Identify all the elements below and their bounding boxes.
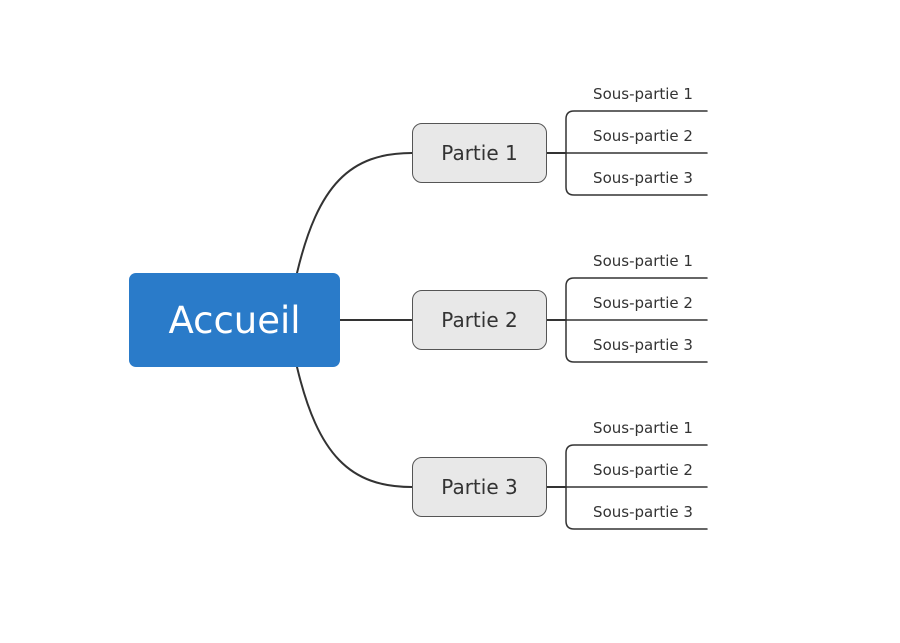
- sub-part-label[interactable]: Sous-partie 2: [593, 127, 693, 145]
- part-node-2[interactable]: Partie 2: [412, 290, 547, 350]
- part-node-1[interactable]: Partie 1: [412, 123, 547, 183]
- sub-part-label[interactable]: Sous-partie 1: [593, 419, 693, 437]
- part-node-3[interactable]: Partie 3: [412, 457, 547, 517]
- part-node-label: Partie 1: [441, 141, 518, 165]
- connector-root-part-3: [296, 366, 413, 488]
- sub-part-label[interactable]: Sous-partie 3: [593, 503, 693, 521]
- root-node-accueil[interactable]: Accueil: [129, 273, 340, 367]
- connector-root-part-1: [296, 152, 413, 274]
- part-node-label: Partie 3: [441, 475, 518, 499]
- sub-part-label[interactable]: Sous-partie 1: [593, 85, 693, 103]
- sub-part-label[interactable]: Sous-partie 1: [593, 252, 693, 270]
- sub-part-label[interactable]: Sous-partie 2: [593, 294, 693, 312]
- sub-part-label[interactable]: Sous-partie 3: [593, 336, 693, 354]
- root-node-label: Accueil: [168, 298, 301, 342]
- sub-part-label[interactable]: Sous-partie 2: [593, 461, 693, 479]
- part-node-label: Partie 2: [441, 308, 518, 332]
- sub-part-label[interactable]: Sous-partie 3: [593, 169, 693, 187]
